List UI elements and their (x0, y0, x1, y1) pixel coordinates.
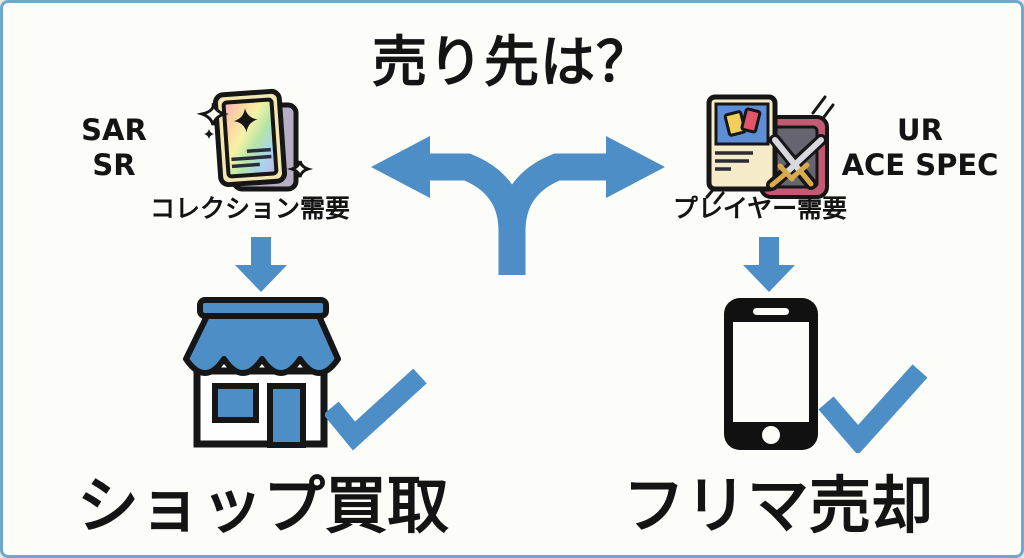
holo-card-icon (196, 88, 314, 192)
left-down-arrow-icon (235, 237, 287, 292)
shop-door (267, 383, 306, 448)
right-checkmark-icon (818, 364, 927, 453)
rarity-label-sar: SAR (81, 113, 147, 147)
page-title: 売り先は？ (371, 30, 652, 94)
phone-screen (733, 322, 809, 422)
rarity-label-sr: SR (92, 148, 136, 183)
phone-home-button (762, 426, 780, 444)
smartphone-icon (724, 298, 818, 450)
sparkle-icon (196, 102, 229, 126)
card-text-lines (715, 151, 753, 171)
right-down-arrow-icon (743, 237, 795, 292)
sparkle-icon (233, 108, 258, 133)
left-rarity-labels: SAR SR (59, 113, 169, 184)
left-result-label: ショップ買取 (76, 469, 449, 542)
phone-speaker (753, 308, 789, 315)
card-text-lines (231, 147, 272, 169)
right-arrowhead (606, 136, 665, 198)
shop-roof-bar (197, 297, 329, 319)
rarity-label-ur: UR (897, 113, 943, 147)
sparkle-icon (286, 160, 314, 178)
crossed-swords-icon (766, 134, 827, 191)
battle-card-icon (705, 94, 835, 205)
sparkle-icon (204, 129, 214, 139)
card-front (212, 88, 288, 188)
shop-awning (183, 313, 341, 376)
rarity-label-acespec: ACE SPEC (841, 148, 999, 183)
right-rarity-labels: UR ACE SPEC (839, 113, 1001, 184)
shop-icon (183, 297, 341, 448)
fork-right-arm (498, 153, 607, 275)
mini-card-red (740, 107, 762, 134)
left-arrowhead (371, 136, 430, 198)
right-result-label: フリマ売却 (622, 469, 933, 542)
fork-arrow-icon (371, 136, 665, 275)
left-demand-label: コレクション需要 (149, 194, 350, 223)
left-checkmark-icon (325, 368, 427, 451)
right-demand-label: プレイヤー需要 (672, 194, 848, 223)
shop-window (212, 383, 259, 423)
